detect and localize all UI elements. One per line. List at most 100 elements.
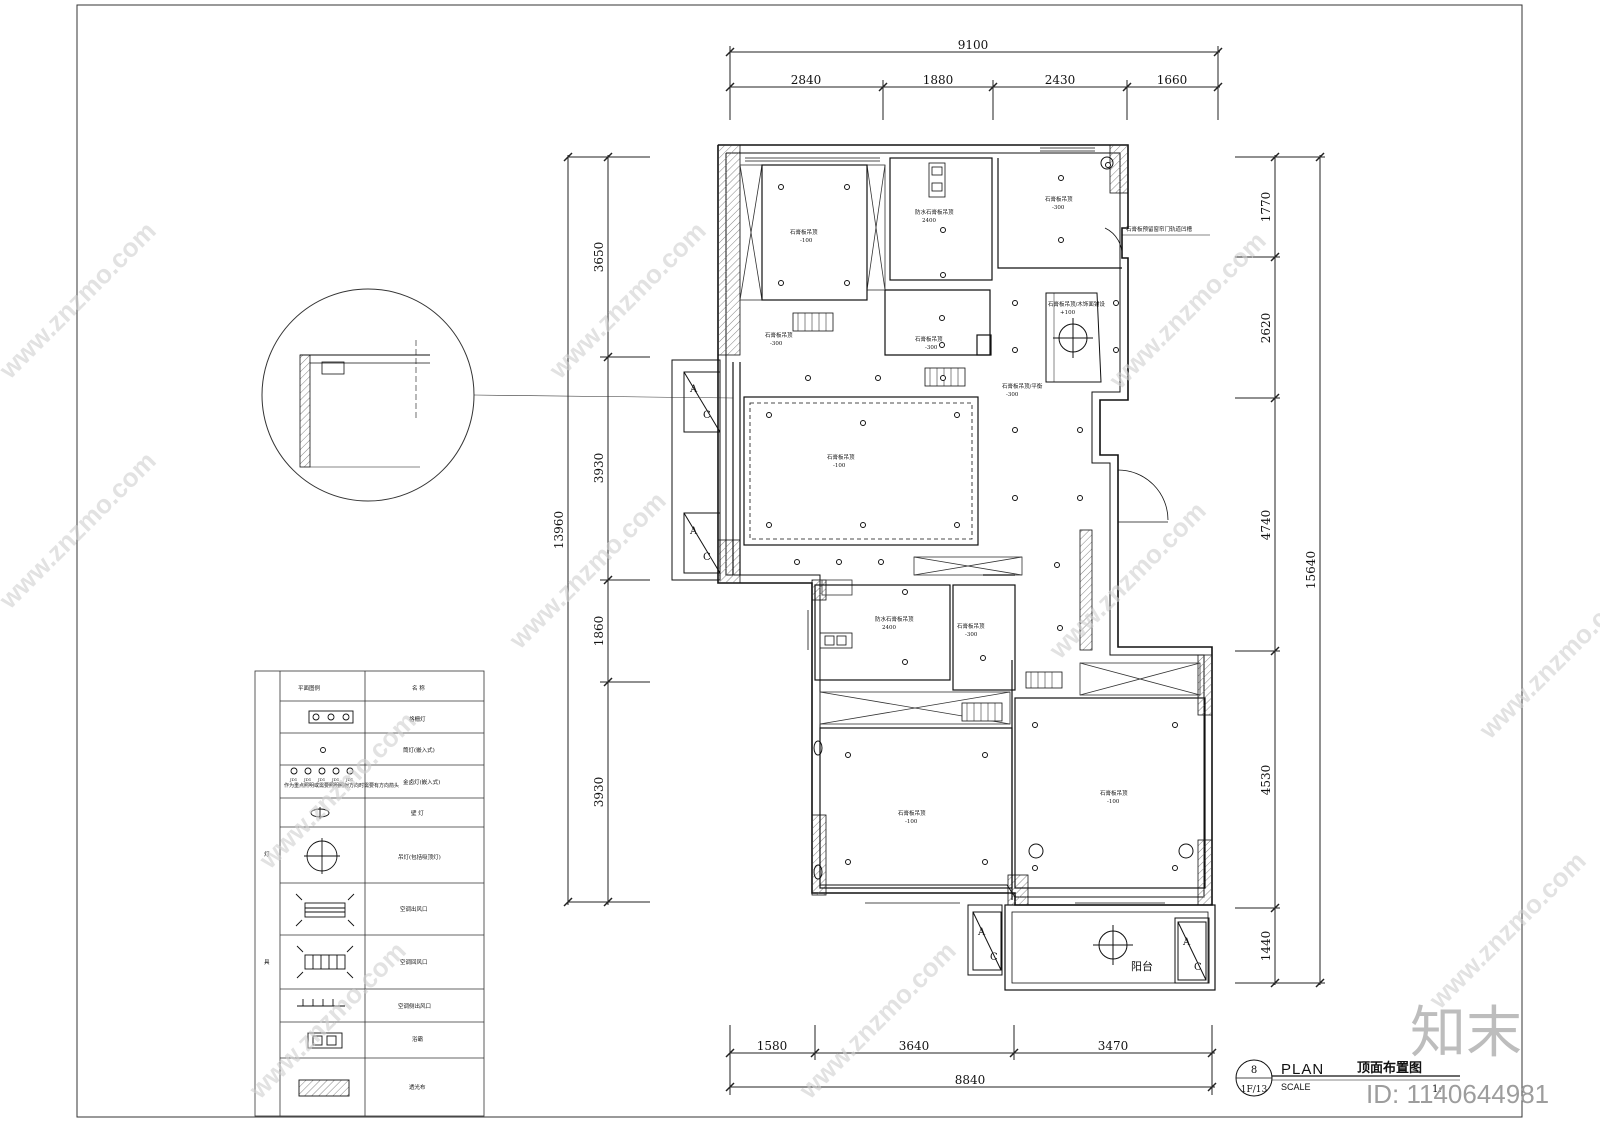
downlight-icons [766,162,1178,871]
legend-item: 空调出风口 [400,905,428,913]
legend-lamp-code: JD1 [317,777,325,782]
floor-plan: A C A C A C A C [671,144,1216,991]
ac-label: C [703,410,711,421]
dim-bottom-seg: 3640 [899,1039,930,1053]
room-level: -100 [905,819,918,825]
legend-note-text: 作为重点照明或需要照明照射方向时需要有方向箭头 [284,782,399,789]
room-label: 石膏板吊顶 [790,228,818,236]
dim-right-seg: 4530 [1259,765,1273,796]
svg-text:ID: 1140644981: ID: 1140644981 [1366,1079,1549,1109]
legend-item: 格栅灯 [409,715,426,723]
ac-label: C [1194,962,1202,973]
dim-bottom-seg: 3470 [1098,1039,1129,1053]
svg-text:www.znzmo.com: www.znzmo.com [1472,576,1600,745]
balcony-label: 阳台 [1131,959,1153,973]
room-label: 石膏板吊顶 [1100,789,1128,797]
legend-table [254,670,485,1117]
dim-right-seg: 1440 [1259,931,1273,962]
dim-bottom-total: 8840 [955,1073,986,1087]
dim-top-seg: 1880 [923,73,954,87]
legend-header-name: 名 称 [412,684,425,692]
room-level: -300 [1006,392,1019,398]
legend-item: 透光布 [409,1083,426,1091]
legend-item: 壁 灯 [411,809,424,817]
legend-lamp-code: JD1 [303,777,311,782]
dim-top-total: 9100 [958,38,989,52]
svg-text:www.znzmo.com: www.znzmo.com [0,446,162,615]
room-label: 石膏板预留窗帘门轨道凹槽 [1126,225,1193,233]
dim-top-seg: 1660 [1157,73,1188,87]
watermark: www.znzmo.com www.znzmo.com www.znzmo.co… [0,216,1600,1109]
room-label: 石膏板吊顶 [915,335,943,343]
room-level: 2400 [882,625,896,631]
outer-wall [717,144,1213,906]
legend-header-symbol: 平面图例 [298,684,321,692]
room-level: +100 [1060,310,1076,316]
dimension-ticks [563,47,1325,1092]
legend-symbols [290,710,355,1097]
legend-item: 吊灯(包括吸顶灯) [398,853,441,861]
dim-right-seg: 2620 [1259,313,1273,344]
dim-left-seg: 1860 [592,616,606,647]
dim-left-total: 13960 [552,511,566,549]
legend-item: 空调回风口 [400,958,428,966]
room-level: -300 [1052,205,1065,211]
scale-value: 1: [1432,1084,1442,1095]
dim-right-seg: 4740 [1259,510,1273,541]
legend-lamp-code: JD1 [331,777,339,782]
sheet-ref: 1F/13 [1241,1085,1268,1095]
svg-text:www.znzmo.com: www.znzmo.com [1422,846,1591,1015]
room-level: -100 [1107,799,1120,805]
dim-right-total: 15640 [1304,551,1318,589]
legend-side-label: 灯 [264,850,270,858]
dim-left-seg: 3650 [592,242,606,273]
room-level: 2400 [922,218,936,224]
svg-text:www.znzmo.com: www.znzmo.com [1042,496,1211,665]
ac-label: A [689,384,698,395]
room-label: 防水石膏板吊顶 [875,615,914,623]
legend-item: 金卤灯(嵌入式) [403,778,440,786]
room-level: -300 [770,341,783,347]
room-label: 石膏板吊顶 [765,331,793,339]
svg-text:www.znzmo.com: www.znzmo.com [502,486,671,655]
sheet-number: 8 [1251,1065,1257,1076]
legend-note: 作为重点照明或需要照明照射方向时需要有方向箭头 [284,782,399,789]
drawing-title-block: 8 1F/13 PLAN SCALE 顶面布置图 1: [1235,1059,1460,1097]
legend-item: 筒灯(嵌入式) [403,746,435,754]
ac-label: A [1182,937,1191,948]
ac-label: C [990,952,998,963]
legend-lamp-code: JD1 [345,777,353,782]
scale-label: SCALE [1281,1082,1311,1092]
legend-lamp-code: JD1 [289,777,297,782]
room-label: 石膏板吊顶 [957,622,985,630]
legend-side-label: 具 [264,959,270,966]
svg-text:www.znzmo.com: www.znzmo.com [252,706,421,875]
dim-bottom-seg: 1580 [757,1039,788,1053]
ac-label: A [977,927,986,938]
room-level: -300 [965,632,978,638]
room-label: 石膏板吊顶/木饰面铺设 [1048,300,1105,308]
room-label: 石膏板吊顶 [898,809,926,817]
legend-item: 空调侧出风口 [398,1002,431,1010]
room-level: -100 [800,238,813,244]
dim-top-seg: 2430 [1045,73,1076,87]
sheet-border [76,4,1523,1118]
ac-label: A [689,526,698,537]
dim-left-seg: 3930 [592,453,606,484]
room-label: 石膏板吊顶 [1045,195,1073,203]
dimension-lines [567,46,1325,1095]
ac-label: C [703,552,711,563]
room-level: -100 [833,463,846,469]
svg-text:www.znzmo.com: www.znzmo.com [792,936,961,1105]
dimension-labels: 9100 2840 1880 2430 1660 1580 3640 3470 … [552,38,1318,1087]
dim-right-seg: 1770 [1259,192,1273,223]
dim-top-seg: 2840 [791,73,822,87]
pendant-lamp-icon [1053,318,1133,965]
plan-label: PLAN [1281,1061,1324,1078]
legend-item: 浴霸 [412,1035,424,1043]
drawing-title: 顶面布置图 [1357,1060,1422,1076]
dim-left-seg: 3930 [592,777,606,808]
detail-callout [261,288,734,502]
svg-text:www.znzmo.com: www.znzmo.com [0,216,162,385]
